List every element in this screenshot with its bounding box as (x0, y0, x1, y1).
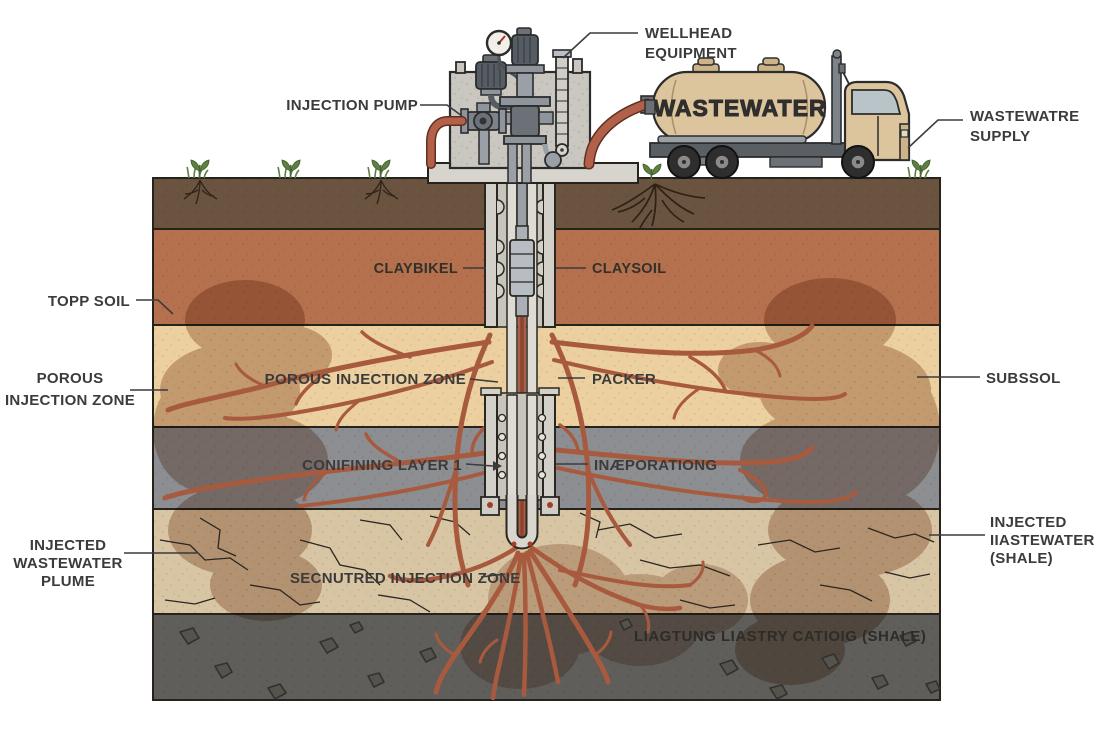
annotations: INJECTION PUMP WELLHEAD EQUIPMENT WASTEW… (5, 25, 1095, 645)
label-secured-zone: SECNUTRED INJECTION ZONE (290, 570, 521, 587)
wastewater-truck: WASTEWATER (640, 49, 911, 179)
shale-pebbles (179, 618, 940, 700)
label-porous-zone-left: POROUS (37, 370, 104, 387)
label-injected-shale: IIASTEWATER (990, 532, 1095, 549)
leader-arrowhead (493, 461, 502, 471)
truck-cab (838, 63, 911, 162)
label-injected-shale: INJECTED (990, 514, 1067, 531)
label-clay-right: CLAYSOIL (592, 261, 666, 277)
well-casing (480, 182, 560, 550)
perforated-casing (480, 387, 560, 501)
wellhead-mast (552, 49, 572, 157)
injection-tree (496, 27, 562, 184)
label-perforations: INÆPORATIONG (594, 457, 717, 474)
leader-line (562, 32, 638, 59)
label-porous-zone-left: INJECTION ZONE (5, 392, 135, 409)
label-injected-plume: INJECTED (30, 537, 107, 554)
root-cluster (611, 183, 706, 229)
label-wellhead-equipment: WELLHEAD (645, 25, 732, 42)
wellhead-equipment-assembly (448, 27, 592, 184)
truck-wheels (667, 145, 875, 179)
label-top-soil: TOPP SOIL (48, 293, 130, 310)
label-porous-zone-center: POROUS INJECTION ZONE (265, 371, 466, 388)
label-injected-plume: WASTEWATER (13, 555, 122, 572)
label-wellhead-equipment: EQUIPMENT (645, 45, 737, 62)
leader-line (907, 119, 963, 149)
label-shale-caption: LIAGTUNG LIASTRY CATIOIG (SHALE) (634, 628, 926, 645)
plume-right (718, 278, 940, 685)
tank-label: WASTEWATER (653, 95, 826, 121)
label-confining-layer: CONIFINING LAYER 1 (302, 457, 462, 474)
label-wastewater-supply: SUPPLY (970, 128, 1030, 145)
tank-barrel: WASTEWATER (640, 57, 827, 144)
label-clay-left: CLAYBIKEL (374, 261, 458, 277)
leader-line (465, 463, 494, 467)
leader-line (420, 104, 463, 117)
injected-wastewater-plumes (153, 278, 940, 689)
packer-device (509, 182, 535, 317)
label-subsoil: SUBSSOL (986, 370, 1061, 387)
feed-pipe (426, 116, 467, 169)
plume-left (153, 280, 332, 621)
transfer-hose (583, 98, 656, 170)
label-wastewater-supply: WASTEWATRE (970, 108, 1079, 125)
leader-line (469, 378, 499, 383)
leader-line (480, 573, 506, 578)
cab-window (851, 89, 902, 115)
fracture-cracks (159, 512, 935, 613)
label-injected-shale: (SHALE) (990, 550, 1053, 567)
surface-vegetation (183, 159, 931, 229)
label-injected-plume: PLUME (41, 573, 95, 590)
wastewater-flow-arrows (162, 323, 858, 700)
label-packer: PACKER (592, 371, 656, 388)
leader-line (136, 299, 174, 315)
label-injection-pump: INJECTION PUMP (286, 97, 418, 114)
